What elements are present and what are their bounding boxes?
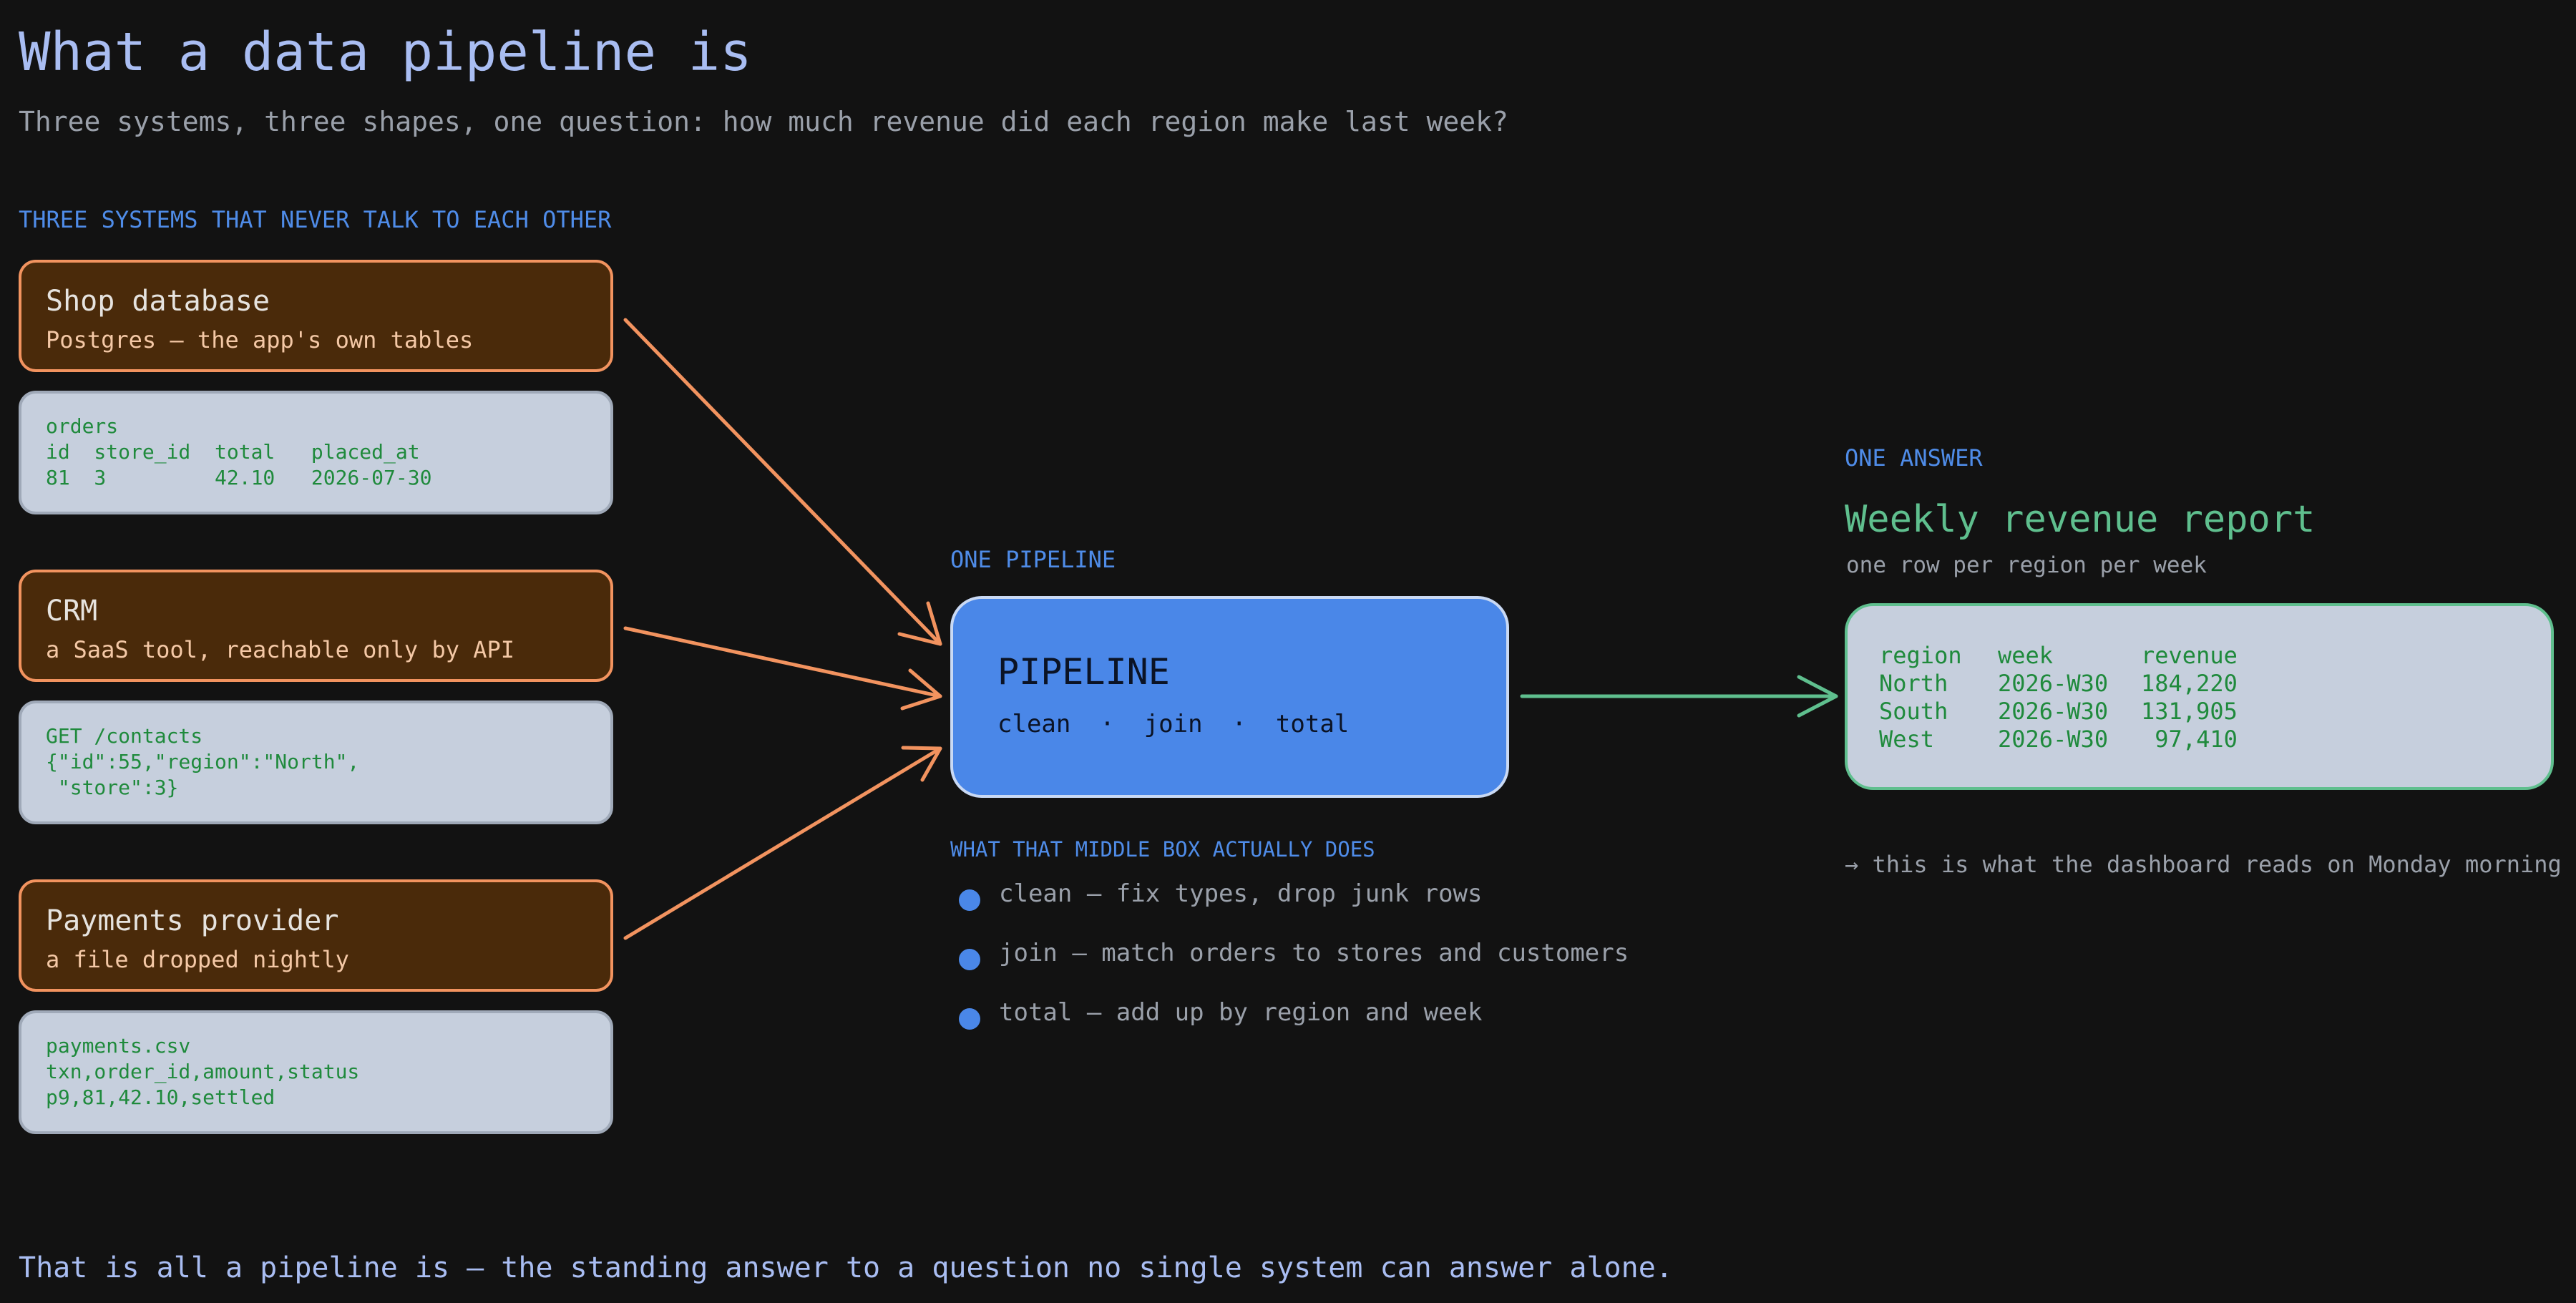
report-table-box: region week revenue North 2026-W30 184,2… (1845, 603, 2554, 790)
sample-line: id store_id total placed_at (46, 440, 420, 464)
pipeline-steps: clean · join · total (997, 710, 1350, 738)
column-header: revenue (2141, 642, 2238, 669)
sample-line: txn,order_id,amount,status (46, 1060, 360, 1083)
source-name: Payments provider (46, 904, 339, 937)
column-header: region (1879, 642, 1962, 669)
source-shop-database: Shop database Postgres — the app's own t… (19, 260, 613, 372)
sample-line: 81 3 42.10 2026-07-30 (46, 466, 432, 489)
pipeline-box: PIPELINE clean · join · total (950, 596, 1509, 798)
arrowhead-report (1797, 675, 1838, 718)
sample-payments-csv: payments.csv txn,order_id,amount,status … (19, 1010, 613, 1134)
pipeline-section-label: ONE PIPELINE (950, 546, 1116, 573)
table-cell: North (1879, 670, 1948, 697)
table-cell: 184,220 (2141, 670, 2238, 697)
table-row: West 2026-W30 97,410 (1879, 726, 2238, 753)
sample-line: p9,81,42.10,settled (46, 1085, 275, 1109)
pipeline-title: PIPELINE (997, 651, 1170, 693)
sources-section-label: THREE SYSTEMS THAT NEVER TALK TO EACH OT… (19, 206, 612, 233)
source-payments-provider: Payments provider a file dropped nightly (19, 879, 613, 992)
table-cell: 2026-W30 (1998, 726, 2109, 753)
sample-line: GET /contacts (46, 724, 203, 748)
source-name: CRM (46, 595, 98, 628)
pipeline-explain-label: WHAT THAT MIDDLE BOX ACTUALLY DOES (950, 837, 1375, 862)
source-description: Postgres — the app's own tables (46, 326, 474, 353)
source-name: Shop database (46, 285, 270, 318)
explain-item-total: total — add up by region and week (999, 998, 1483, 1027)
sample-line: orders (46, 414, 119, 438)
column-header: week (1998, 642, 2054, 669)
table-row: South 2026-W30 131,905 (1879, 698, 2238, 726)
arrow-shop-to-pipeline (623, 318, 942, 646)
report-subtitle: one row per region per week (1846, 552, 2207, 578)
table-header-row: region week revenue (1879, 642, 2238, 670)
source-crm: CRM a SaaS tool, reachable only by API (19, 570, 613, 682)
page-subtitle: Three systems, three shapes, one questio… (19, 106, 1508, 137)
explain-item-join: join — match orders to stores and custom… (999, 939, 1629, 967)
table-cell: 131,905 (2141, 698, 2238, 725)
table-cell: West (1879, 726, 1935, 753)
source-description: a file dropped nightly (46, 946, 349, 973)
sample-line: "store":3} (46, 776, 179, 799)
report-note: → this is what the dashboard reads on Mo… (1845, 851, 2562, 878)
report-table: region week revenue North 2026-W30 184,2… (1879, 642, 2238, 753)
answer-section-label: ONE ANSWER (1845, 444, 1983, 472)
sample-line: payments.csv (46, 1034, 191, 1058)
source-description: a SaaS tool, reachable only by API (46, 636, 515, 663)
arrow-crm-to-pipeline (623, 626, 942, 698)
explain-item-clean: clean — fix types, drop junk rows (999, 879, 1483, 908)
arrowhead-crm (900, 668, 942, 711)
bullet-dot (959, 1008, 980, 1030)
sample-shop-orders: orders id store_id total placed_at 81 3 … (19, 391, 613, 514)
sample-line: {"id":55,"region":"North", (46, 750, 360, 773)
table-cell: 2026-W30 (1998, 670, 2109, 697)
table-cell: 97,410 (2155, 726, 2238, 753)
arrowhead-payments (901, 746, 942, 782)
bullet-dot (959, 949, 980, 970)
arrow-payments-to-pipeline (623, 746, 942, 940)
sample-crm-contacts: GET /contacts {"id":55,"region":"North",… (19, 701, 613, 824)
report-title: Weekly revenue report (1845, 498, 2316, 541)
footer-caption: That is all a pipeline is — the standing… (19, 1251, 1673, 1284)
bullet-dot (959, 889, 980, 911)
page-title: What a data pipeline is (19, 21, 752, 83)
arrowhead-shop (897, 601, 942, 646)
table-row: North 2026-W30 184,220 (1879, 670, 2238, 698)
table-cell: 2026-W30 (1998, 698, 2109, 725)
table-cell: South (1879, 698, 1948, 725)
